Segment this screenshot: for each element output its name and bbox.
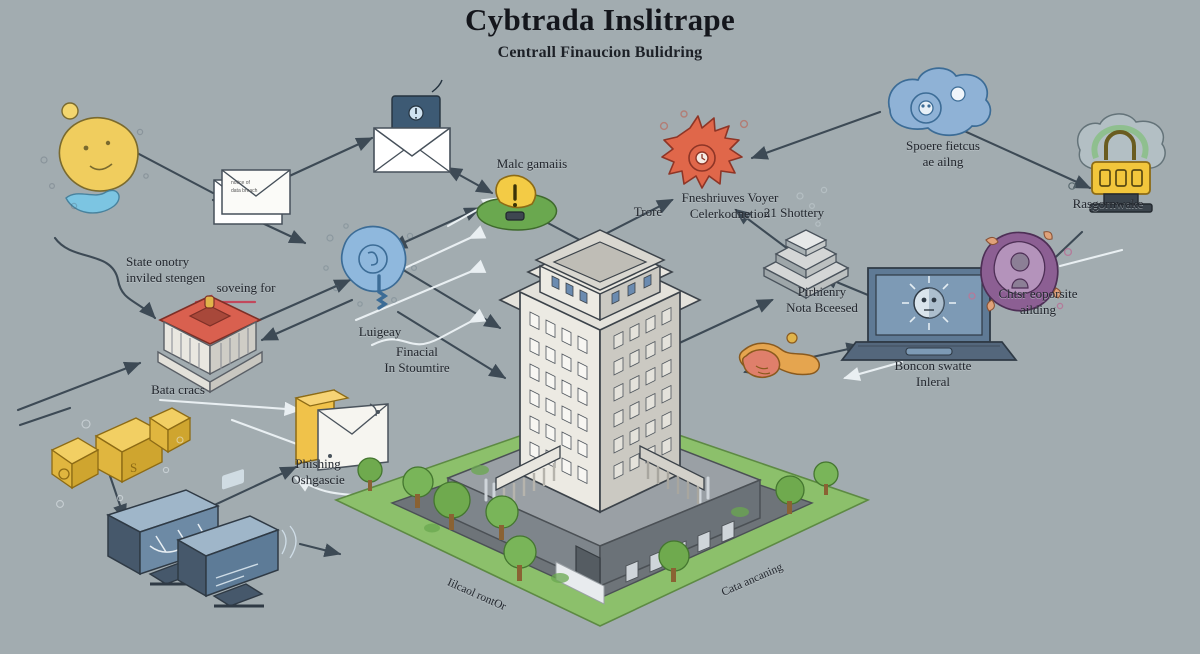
page-title: Cybtrada Inslitrape — [464, 2, 736, 37]
svg-text:data breach: data breach — [231, 188, 258, 194]
particle-field — [789, 186, 828, 227]
money-stack-icon[interactable]: S — [50, 407, 192, 508]
tree-cluster-icon — [357, 457, 839, 583]
svg-text:S: S — [130, 460, 137, 475]
page-subtitle: Centrall Finaucion Bulidring — [497, 44, 703, 61]
handshake-icon[interactable] — [738, 332, 820, 378]
envelope-alert-icon[interactable] — [373, 79, 451, 173]
envelope-icon[interactable]: notice of data breach — [213, 169, 291, 225]
warning-alert-icon[interactable] — [476, 174, 558, 231]
purple-virus-icon[interactable] — [968, 231, 1073, 312]
key-virus-icon[interactable] — [323, 223, 418, 310]
office-tower-icon[interactable] — [0, 229, 871, 654]
phishing-mail-icon[interactable] — [294, 389, 389, 471]
ransomware-lock-icon[interactable] — [1068, 113, 1166, 213]
monitor-icon[interactable] — [176, 469, 297, 608]
laptop-skull-icon[interactable] — [840, 267, 1018, 361]
server-stack-icon[interactable] — [762, 229, 850, 300]
bank-icon[interactable] — [156, 295, 264, 394]
malware-blob-icon[interactable] — [40, 102, 149, 214]
red-virus-icon[interactable] — [659, 110, 749, 189]
svg-text:notice of: notice of — [231, 180, 251, 186]
blue-cloud-virus-icon[interactable] — [887, 67, 992, 137]
